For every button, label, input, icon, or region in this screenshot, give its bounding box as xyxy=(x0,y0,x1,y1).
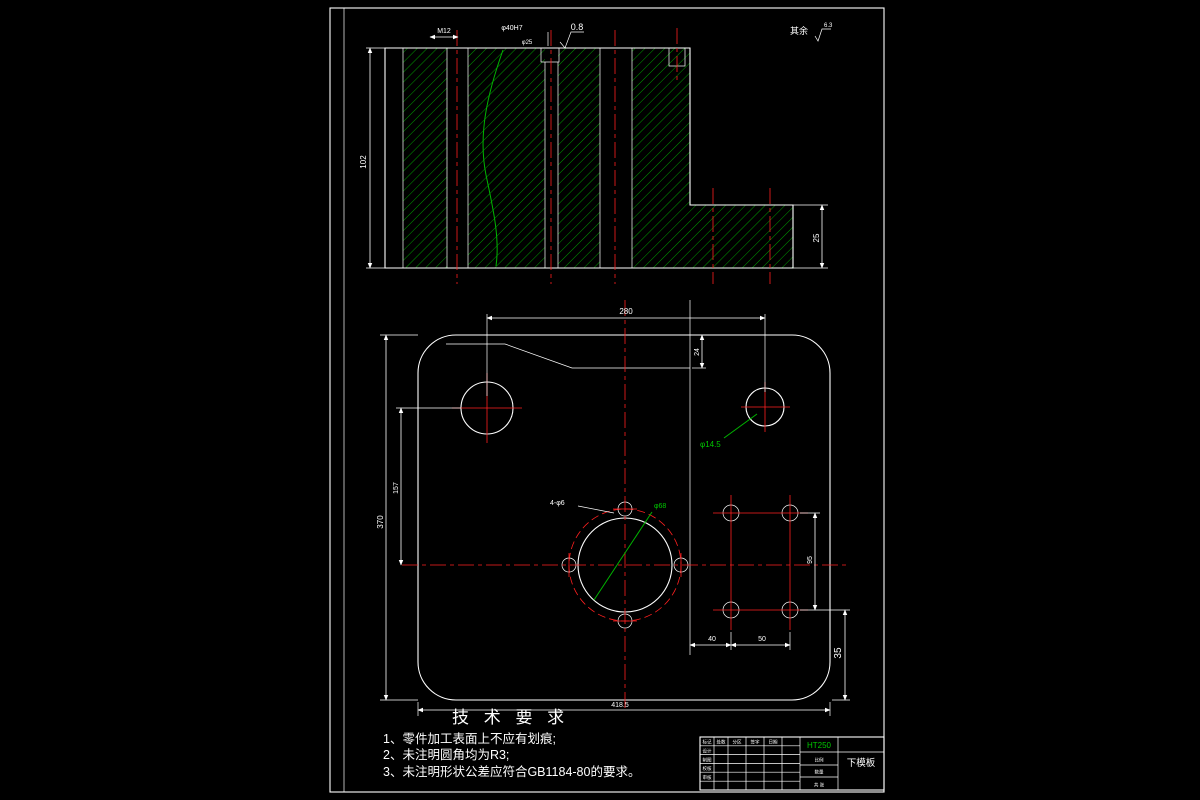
tb-label: 标记 xyxy=(703,739,712,746)
dim-right-edge: 35 xyxy=(832,609,850,701)
title-block: 标记 处数 分区 签字 日期 设计 制图 校核 审核 比例 数量 共 张 HT2… xyxy=(699,736,885,791)
finish-symbol-icon xyxy=(814,28,831,42)
dim-left-outer-text: 370 xyxy=(376,515,385,529)
dim-left-outer: 370 xyxy=(376,334,418,701)
center-callouts: 4-φ6 φ68 xyxy=(550,500,666,601)
dim-right-rows: 95 xyxy=(800,512,850,611)
tech-note-2: 2、未注明圆角均为R3; xyxy=(383,747,509,762)
corner-note-text: 其余 xyxy=(790,25,808,36)
mount-holes xyxy=(722,504,799,619)
tech-note-1: 1、零件加工表面上不应有划痕; xyxy=(383,731,556,746)
tb-label: 处数 xyxy=(717,739,726,746)
dim-bore-text: φ40H7 xyxy=(501,25,522,32)
dim-offset-b-text: 50 xyxy=(758,636,766,643)
notch-edge xyxy=(446,343,690,369)
dim-section-height: 102 xyxy=(359,47,385,269)
counterbore-opening xyxy=(540,47,560,63)
dim-hole-span-text: 280 xyxy=(619,307,633,316)
dim-step-height: 25 xyxy=(793,204,828,269)
tb-label: 设计 xyxy=(703,748,712,755)
mount-hole-centerlines xyxy=(713,495,808,630)
section-view: 102 25 M12 φ40H7 φ25 0.8 其余 6.3 xyxy=(359,22,833,284)
hatch-region xyxy=(468,48,545,268)
plan-view: 280 24 φ14.5 370 157 xyxy=(376,300,850,716)
dim-left-inner: 157 xyxy=(393,407,461,566)
tech-title: 技 术 要 求 xyxy=(452,708,569,727)
dim-m12-text: M12 xyxy=(437,28,451,35)
dim-right-rows-text: 95 xyxy=(807,556,814,564)
hatch-region-step xyxy=(690,205,793,268)
break-spline xyxy=(482,49,504,267)
section-slot-edges xyxy=(402,48,633,268)
tb-label: 比例 xyxy=(815,757,824,764)
hatch-region xyxy=(403,48,447,268)
hole-callout: φ14.5 xyxy=(700,413,758,449)
hole-callout-text: φ14.5 xyxy=(700,440,721,449)
tb-label: 审核 xyxy=(703,774,712,781)
dim-step-height-text: 25 xyxy=(812,233,821,242)
dim-right-edge-text: 35 xyxy=(833,647,844,659)
surface-finish-mark: 0.8 xyxy=(559,22,584,49)
tb-label: 数量 xyxy=(815,769,824,776)
section-top-dims: M12 φ40H7 φ25 xyxy=(429,25,549,46)
tb-label: 日期 xyxy=(769,740,778,746)
hatch-region xyxy=(558,48,600,268)
tb-label: 共 张 xyxy=(814,782,825,789)
dim-hole-offsets: 40 50 xyxy=(689,632,791,650)
title-block-small-labels: 标记 处数 分区 签字 日期 设计 制图 校核 审核 比例 数量 共 张 xyxy=(703,739,825,789)
bolt-circle-callout-text: φ68 xyxy=(654,503,666,510)
dim-bottom-overall-text: 418.5 xyxy=(611,702,629,709)
dim-bottom-overall: 418.5 xyxy=(417,702,831,716)
frame-outer xyxy=(329,7,885,793)
tb-label: 签字 xyxy=(751,739,760,745)
dim-hole-span: 280 xyxy=(486,307,766,396)
part-name-text: 下模板 xyxy=(847,757,876,769)
corner-note-value: 6.3 xyxy=(824,23,833,29)
dim-left-inner-text: 157 xyxy=(393,482,400,494)
dim-section-height-text: 102 xyxy=(359,155,368,169)
dim-offset-a-text: 40 xyxy=(708,636,716,643)
corner-roughness-note: 其余 6.3 xyxy=(790,23,833,42)
guide-hole-right-centerlines xyxy=(741,382,790,432)
dim-d25-text: φ25 xyxy=(522,40,533,46)
dim-notch-text: 24 xyxy=(694,348,701,356)
material-text: HT250 xyxy=(807,741,832,750)
tb-label: 制图 xyxy=(703,756,712,763)
finish-symbol-icon xyxy=(559,31,584,49)
bolt-hole-callout-text: 4-φ6 xyxy=(550,500,565,507)
tech-note-3: 3、未注明形状公差应符合GB1184-80的要求。 xyxy=(383,764,640,779)
drawing-frame xyxy=(329,7,885,793)
tb-label: 分区 xyxy=(733,739,742,746)
tb-label: 校核 xyxy=(703,765,712,772)
section-centerlines xyxy=(456,28,771,284)
finish-value-text: 0.8 xyxy=(571,22,584,32)
dim-notch: 24 xyxy=(692,334,706,369)
title-block-grid xyxy=(700,737,884,790)
tech-requirements: 技 术 要 求 1、零件加工表面上不应有划痕; 2、未注明圆角均为R3; 3、未… xyxy=(383,708,640,779)
plate-outline xyxy=(417,334,831,701)
hatch-region xyxy=(632,48,690,268)
